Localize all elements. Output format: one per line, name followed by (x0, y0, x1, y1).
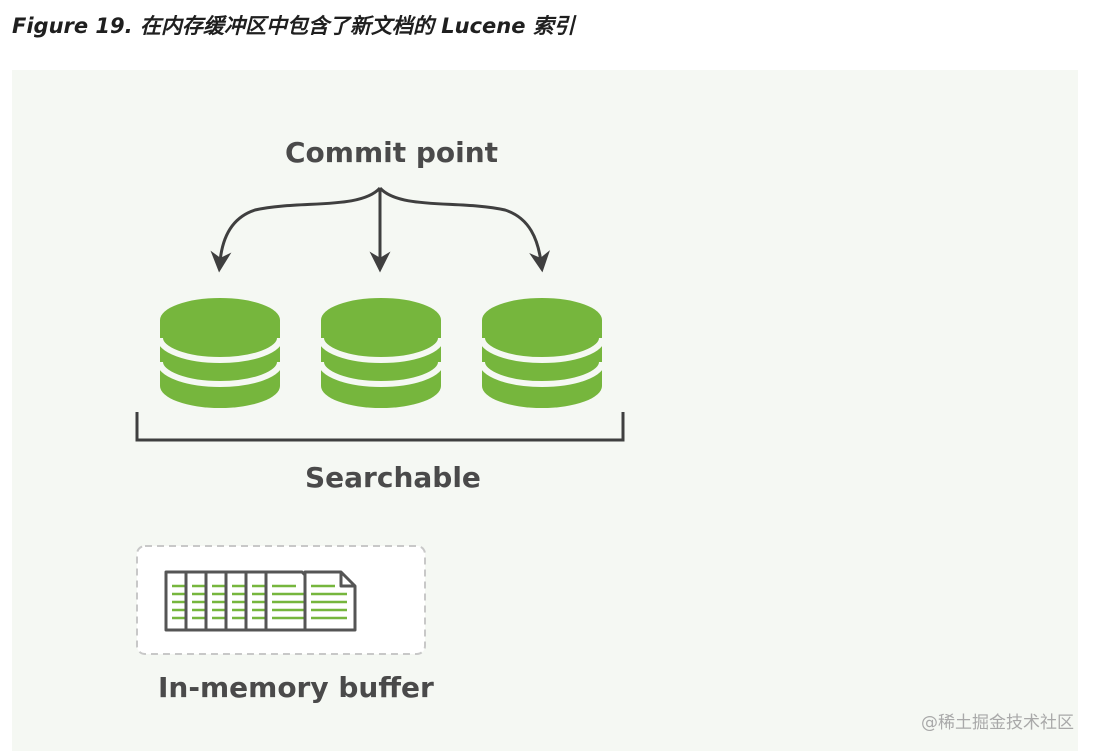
arrow-icon (210, 186, 382, 273)
searchable-bracket (135, 412, 625, 442)
arrow-icon (378, 186, 550, 273)
document-icon (303, 570, 357, 632)
commit-point-label: Commit point (285, 136, 499, 169)
buffer-documents (164, 570, 357, 632)
database-segment-icon (157, 298, 283, 408)
database-segment-icon (479, 298, 605, 408)
searchable-label: Searchable (305, 461, 481, 494)
segment-group (157, 298, 605, 408)
commit-arrows (210, 186, 550, 273)
database-segment-icon (318, 298, 444, 408)
watermark: @稀土掘金技术社区 (921, 713, 1074, 733)
figure-caption: Figure 19. 在内存缓冲区中包含了新文档的 Lucene 索引 (12, 14, 575, 38)
in-memory-buffer-label: In-memory buffer (158, 671, 434, 704)
